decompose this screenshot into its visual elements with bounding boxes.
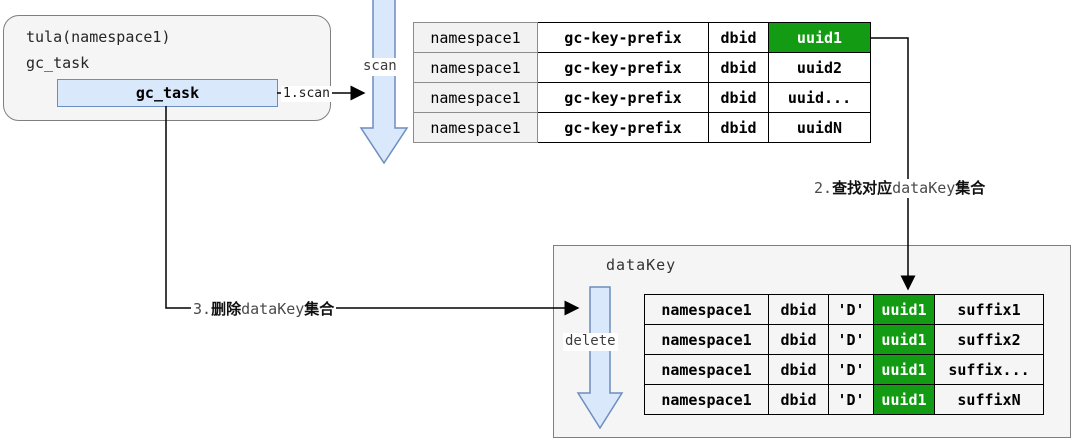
cell-type: 'D' <box>828 324 874 355</box>
scan-fat-arrow <box>359 0 409 165</box>
cell-namespace: namespace1 <box>644 324 769 355</box>
cell-type: 'D' <box>828 384 874 415</box>
cell-suffix: suffix2 <box>934 324 1044 355</box>
step2-key-text: dataKey <box>892 179 956 197</box>
cell-uuid: uuid2 <box>768 52 871 83</box>
cell-suffix: suffix1 <box>934 294 1044 325</box>
cell-uuid: uuid... <box>768 82 871 113</box>
cell-uuid-highlight: uuid1 <box>873 294 935 325</box>
table-row: namespace1 dbid 'D' uuid1 suffix2 <box>644 324 1044 355</box>
step2-lookup-label: 2.查找对应dataKey集合 <box>812 179 988 198</box>
cell-dbid: dbid <box>768 354 829 385</box>
step3-tail-text: 集合 <box>304 300 335 318</box>
table-row: namespace1 dbid 'D' uuid1 suffix1 <box>644 294 1044 325</box>
cell-type: 'D' <box>828 354 874 385</box>
datakey-box: dataKey namespace1 dbid 'D' uuid1 suffix… <box>553 245 1071 438</box>
step2-action-text: 查找对应 <box>832 179 893 197</box>
step1-scan-label: 1.scan <box>281 86 332 103</box>
cell-dbid: dbid <box>708 52 769 83</box>
cell-dbid: dbid <box>708 22 769 53</box>
step3-key-text: dataKey <box>241 300 305 318</box>
datakey-table: namespace1 dbid 'D' uuid1 suffix1 namesp… <box>644 294 1044 415</box>
gc-task-node: gc_task <box>57 79 278 107</box>
table-row: namespace1 gc-key-prefix dbid uuidN <box>413 112 871 143</box>
cell-namespace: namespace1 <box>413 52 538 83</box>
step3-number: 3. <box>193 300 212 318</box>
cell-namespace: namespace1 <box>644 294 769 325</box>
cell-type: 'D' <box>828 294 874 325</box>
table-row: namespace1 gc-key-prefix dbid uuid... <box>413 82 871 113</box>
task-box-subtitle: gc_task <box>26 54 90 72</box>
cell-dbid: dbid <box>768 384 829 415</box>
task-box-title: tula(namespace1) <box>26 28 171 46</box>
cell-namespace: namespace1 <box>644 384 769 415</box>
datakey-box-title: dataKey <box>606 256 677 274</box>
cell-uuid-highlight: uuid1 <box>873 324 935 355</box>
cell-namespace: namespace1 <box>413 22 538 53</box>
cell-dbid: dbid <box>768 294 829 325</box>
cell-namespace: namespace1 <box>413 82 538 113</box>
cell-gc-key-prefix: gc-key-prefix <box>537 22 709 53</box>
cell-gc-key-prefix: gc-key-prefix <box>537 82 709 113</box>
cell-gc-key-prefix: gc-key-prefix <box>537 52 709 83</box>
cell-namespace: namespace1 <box>644 354 769 385</box>
table-row: namespace1 dbid 'D' uuid1 suffixN <box>644 384 1044 415</box>
tula-namespace-box: tula(namespace1) gc_task gc_task <box>3 15 331 121</box>
table-row: namespace1 dbid 'D' uuid1 suffix... <box>644 354 1044 385</box>
cell-uuid-highlight: uuid1 <box>873 384 935 415</box>
step2-tail-text: 集合 <box>955 179 986 197</box>
cell-namespace: namespace1 <box>413 112 538 143</box>
cell-gc-key-prefix: gc-key-prefix <box>537 112 709 143</box>
cell-uuid-highlight: uuid1 <box>768 22 871 53</box>
delete-arrow-label: delete <box>563 333 618 351</box>
cell-dbid: dbid <box>708 112 769 143</box>
cell-uuid: uuidN <box>768 112 871 143</box>
cell-suffix: suffixN <box>934 384 1044 415</box>
table-row: namespace1 gc-key-prefix dbid uuid1 <box>413 22 871 53</box>
cell-uuid-highlight: uuid1 <box>873 354 935 385</box>
cell-dbid: dbid <box>768 324 829 355</box>
step3-action-text: 删除 <box>211 300 242 318</box>
step2-number: 2. <box>814 179 833 197</box>
step3-delete-label: 3.删除dataKey集合 <box>191 300 337 319</box>
gc-key-table: namespace1 gc-key-prefix dbid uuid1 name… <box>413 22 871 143</box>
table-row: namespace1 gc-key-prefix dbid uuid2 <box>413 52 871 83</box>
scan-arrow-label: scan <box>361 58 399 76</box>
cell-dbid: dbid <box>708 82 769 113</box>
cell-suffix: suffix... <box>934 354 1044 385</box>
